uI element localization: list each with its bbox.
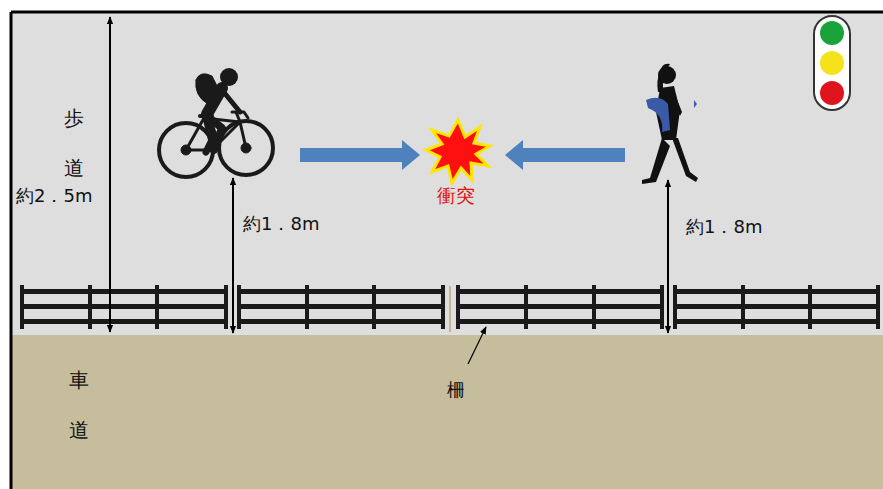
fence-gap	[450, 286, 451, 332]
sidewalk-band: 歩 道	[12, 13, 883, 335]
dimension-label: 約1．8m	[243, 212, 319, 236]
dimension-line	[232, 178, 234, 333]
movement-arrow	[300, 140, 420, 170]
pedestrian-silhouette	[642, 64, 698, 184]
cyclist-silhouette	[159, 68, 273, 177]
roadway-band: 車 道	[12, 335, 883, 489]
frame-line	[11, 11, 883, 14]
movement-arrow	[505, 140, 625, 170]
leader-line	[468, 327, 486, 364]
frame-line	[10, 12, 13, 489]
collision-label: 衝突	[437, 183, 475, 209]
dimension-label: 約2．5m	[16, 184, 92, 208]
area-label: 歩 道	[62, 93, 86, 193]
dimension-label: 約1．8m	[686, 215, 762, 239]
traffic-light	[814, 16, 850, 110]
fence-label: 柵	[447, 378, 465, 402]
area-label: 車 道	[67, 355, 91, 455]
dimension-line	[667, 180, 669, 333]
collision-burst	[426, 120, 490, 183]
dimension-line	[109, 17, 111, 332]
